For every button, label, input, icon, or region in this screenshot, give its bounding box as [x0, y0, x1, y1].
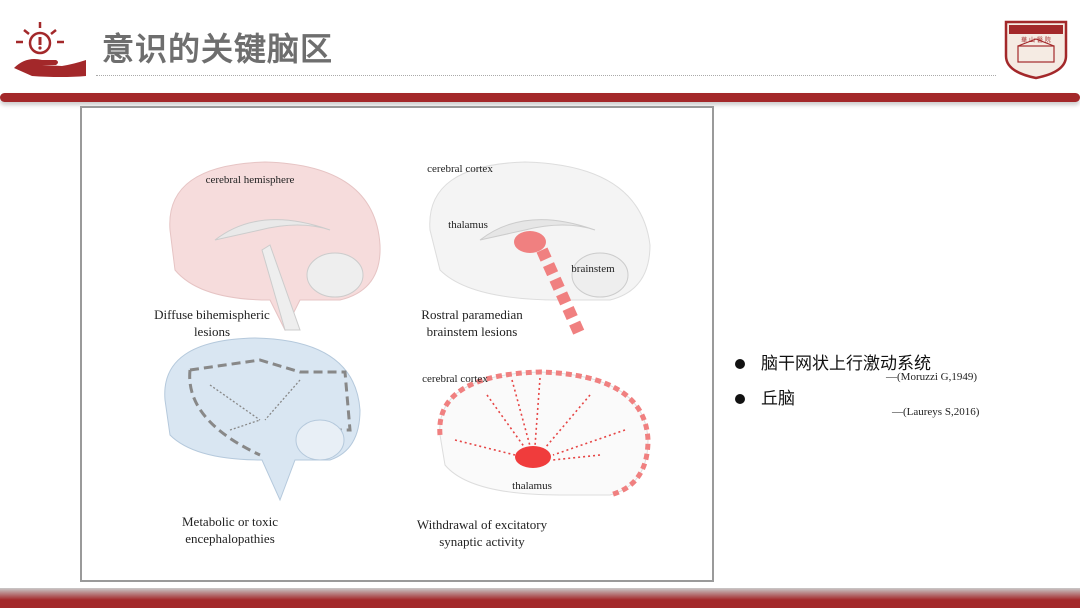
brain-panel-brainstem: [429, 161, 651, 338]
page-title: 意识的关键脑区: [102, 30, 334, 68]
svg-text:華 山 醫 院: 華 山 醫 院: [1021, 36, 1051, 44]
hospital-logo: 華 山 醫 院: [1004, 20, 1068, 80]
label-brainstem: brainstem: [571, 263, 615, 275]
label-cerebral-cortex-2: cerebral cortex: [422, 373, 488, 385]
bullet-item: 脑干网状上行激动系统: [735, 349, 931, 374]
label-cerebral-hemisphere: cerebral hemisphere: [205, 174, 295, 186]
footer-bar: [0, 588, 1080, 608]
header-bar: [0, 93, 1080, 102]
bullet-item: 丘脑: [735, 384, 795, 409]
brain-panel-metabolic: [164, 337, 361, 502]
label-cerebral-cortex: cerebral cortex: [427, 163, 493, 175]
citation: —(Laureys S,2016): [892, 406, 980, 418]
label-thalamus-2: thalamus: [512, 480, 552, 492]
lightbulb-hand-icon: [14, 22, 86, 77]
title-divider: [96, 75, 996, 76]
citation: —(Moruzzi G,1949): [886, 371, 978, 383]
brain-panel-diffuse: [169, 161, 381, 332]
bullet-icon: [735, 394, 745, 404]
label-thalamus: thalamus: [448, 219, 488, 231]
bullet-icon: [735, 359, 745, 369]
brain-panel-thalamus: [437, 369, 651, 498]
